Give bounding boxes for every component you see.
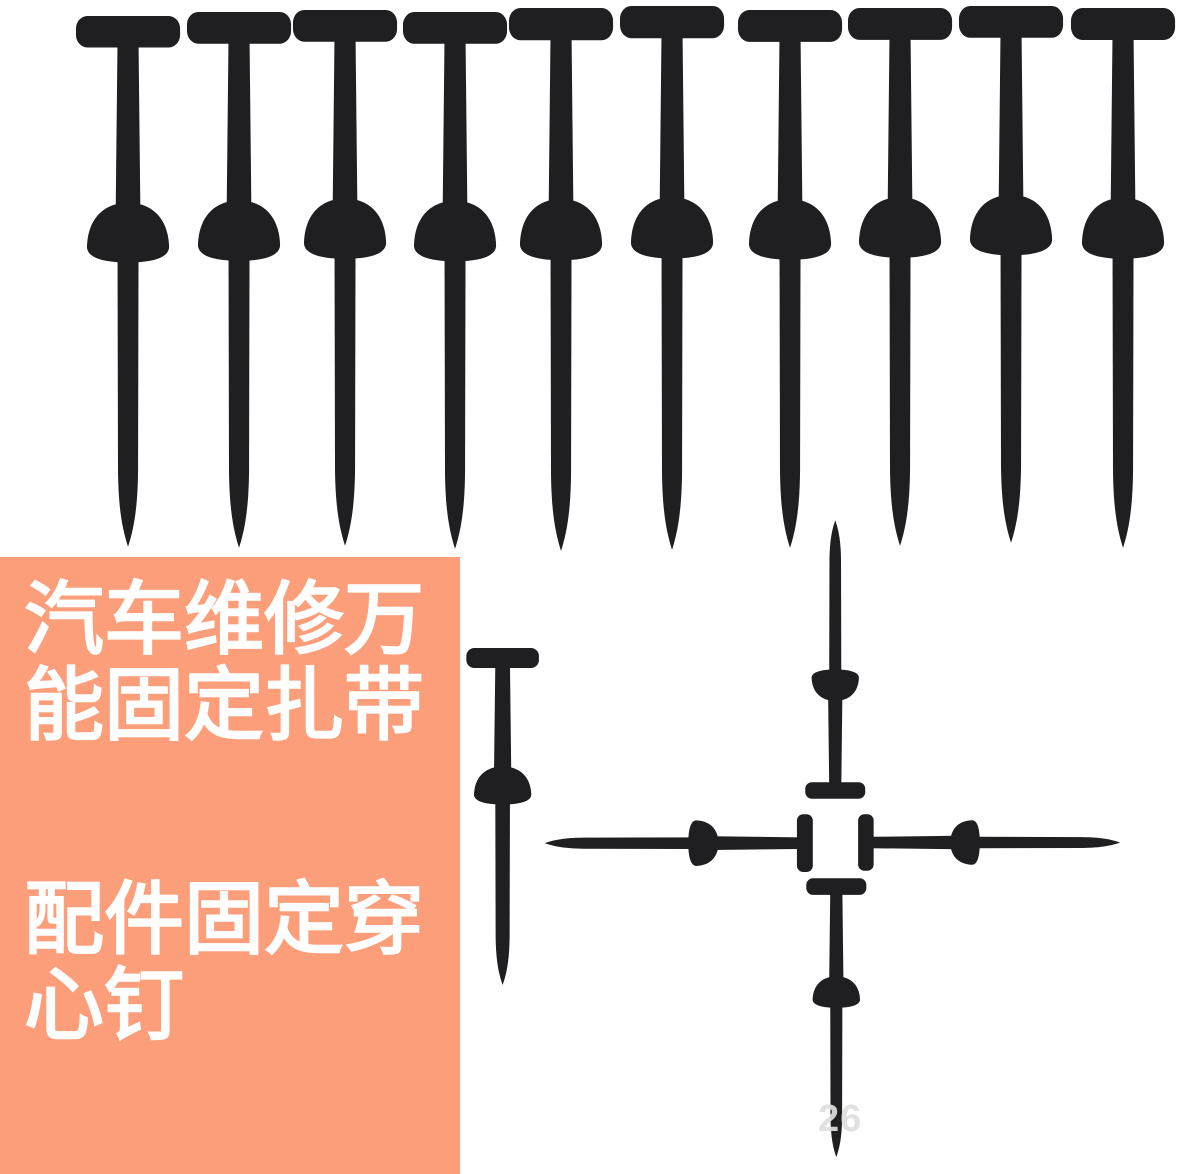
push-pin-10 xyxy=(1070,8,1176,548)
push-pin-5 xyxy=(508,8,614,551)
pin-cross-right xyxy=(858,814,1121,871)
promo-line-2: 能固定扎带 xyxy=(24,661,424,750)
promo-panel: 汽车维修万 能固定扎带 配件固定穿 心钉 xyxy=(0,557,460,1174)
push-pin-8 xyxy=(847,7,953,546)
push-pin-2 xyxy=(186,11,292,548)
push-pin-3 xyxy=(292,9,398,546)
promo-text-bottom: 配件固定穿 心钉 xyxy=(24,877,424,1049)
pin-cross-top xyxy=(805,520,866,799)
pin-standalone xyxy=(466,647,539,985)
promo-text-top: 汽车维修万 能固定扎带 xyxy=(24,577,424,749)
pin-cross-left xyxy=(544,814,813,873)
push-pin-9 xyxy=(958,5,1064,543)
promo-line-4: 心钉 xyxy=(24,961,184,1050)
promo-line-3: 配件固定穿 xyxy=(24,875,424,964)
push-pin-1 xyxy=(75,15,181,547)
push-pin-6 xyxy=(619,5,725,550)
promo-line-1: 汽车维修万 xyxy=(24,575,424,664)
push-pin-7 xyxy=(737,9,843,548)
watermark: 26 xyxy=(818,1098,863,1140)
push-pin-4 xyxy=(402,11,508,549)
